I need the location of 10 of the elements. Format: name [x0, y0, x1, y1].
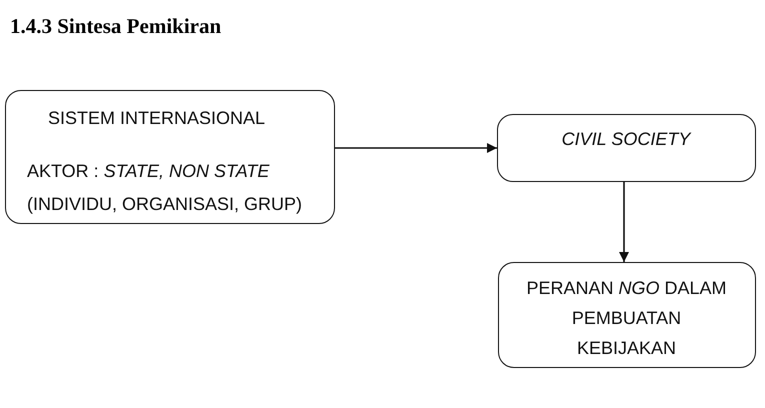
- box-text: AKTOR : STATE, NON STATE (INDIVIDU, ORGANISASI, GRUP): [27, 160, 304, 216]
- arrow: [335, 143, 497, 153]
- rounded-box: [5, 90, 335, 224]
- arrow: [619, 182, 629, 262]
- section-heading: 1.4.3 Sintesa Pemikiran: [10, 14, 222, 39]
- rounded-box: [498, 262, 756, 368]
- box-text: PERANAN NGO DALAM PEMBUATAN KEBIJAKAN: [525, 277, 728, 360]
- rounded-box: [497, 114, 756, 182]
- box-heading: SISTEM INTERNASIONAL: [48, 107, 266, 130]
- box-text: CIVIL SOCIETY: [560, 128, 692, 150]
